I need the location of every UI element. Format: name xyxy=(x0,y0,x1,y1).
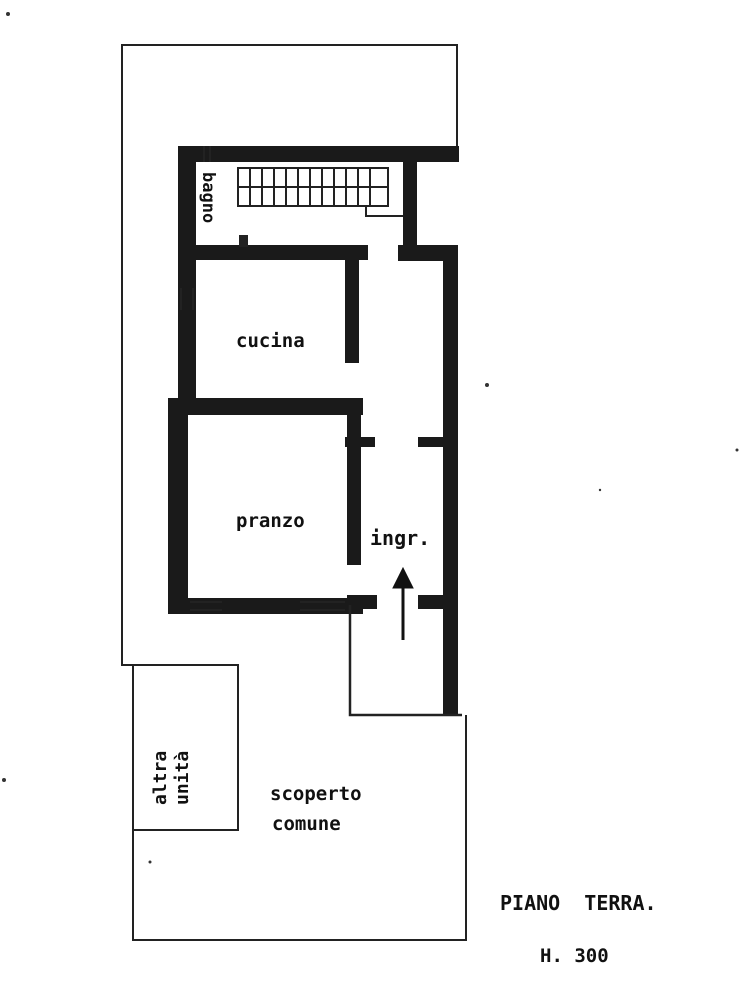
label-cucina: cucina xyxy=(236,330,305,352)
wall-pranzo-right xyxy=(347,410,361,565)
wall-entry-stub-left xyxy=(347,595,377,609)
caption-floor: PIANO TERRA. xyxy=(500,891,657,915)
wall-stub-left xyxy=(345,437,375,447)
wall-left-lower xyxy=(168,400,188,612)
wall-right-main xyxy=(443,245,458,715)
wall-cucina-bottom xyxy=(168,398,363,415)
wall-left-upper xyxy=(178,146,196,408)
label-ingresso: ingr. xyxy=(370,526,430,550)
wall-cucina-right xyxy=(345,258,359,363)
lot-boundary-outline xyxy=(121,44,467,941)
stair-landing xyxy=(365,206,403,217)
wall-top xyxy=(178,146,459,162)
wall-bagno-bottom xyxy=(178,245,368,260)
label-scoperto-line1: scoperto xyxy=(270,783,362,805)
entrance-porch xyxy=(348,605,462,717)
label-pranzo: pranzo xyxy=(236,510,305,532)
lot-boundary xyxy=(121,44,467,941)
wall-pranzo-bottom xyxy=(168,598,363,614)
label-bagno: bagno xyxy=(198,172,218,223)
entrance-arrow-icon xyxy=(392,566,414,640)
label-scoperto-line2: comune xyxy=(272,813,341,835)
stair-post xyxy=(239,235,248,247)
windows xyxy=(180,146,345,611)
caption-height: H. 300 xyxy=(540,945,609,967)
wall-right-top xyxy=(403,146,417,246)
walls xyxy=(168,146,459,715)
altra-unita-box xyxy=(132,664,239,831)
wall-entry-stub-right xyxy=(418,595,446,609)
label-altra-unita-line2: unità xyxy=(172,751,193,805)
porch-outline xyxy=(348,605,462,717)
wall-stub-right xyxy=(418,437,444,447)
staircase xyxy=(237,167,403,247)
label-altra-unita-line1: altra xyxy=(150,751,171,805)
scan-specks xyxy=(2,12,739,864)
